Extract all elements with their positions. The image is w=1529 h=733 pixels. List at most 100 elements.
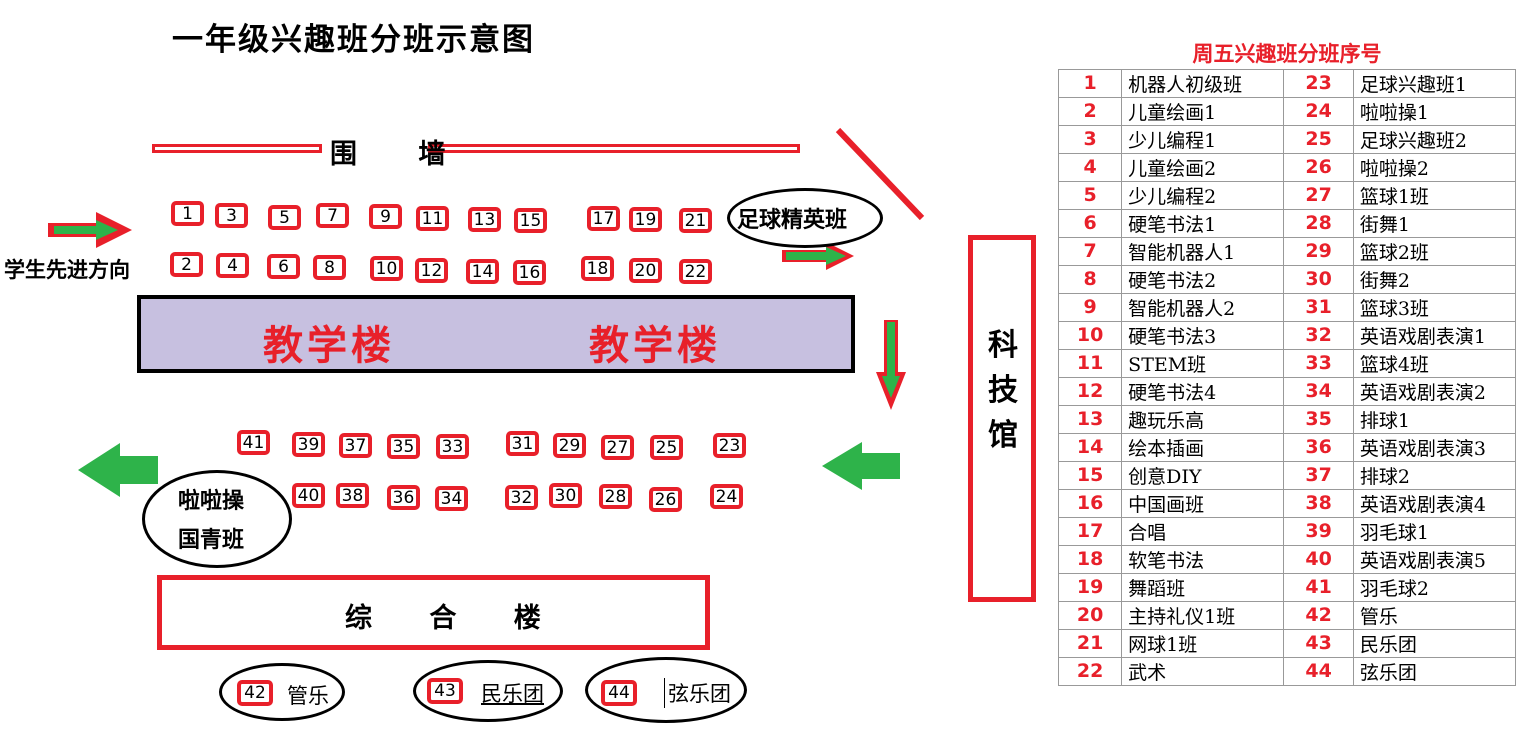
room-14: 14 bbox=[466, 259, 499, 284]
class-name-cell: 武术 bbox=[1121, 656, 1285, 686]
cheer-label-line2: 国青班 bbox=[178, 527, 245, 553]
room-15: 15 bbox=[514, 208, 547, 233]
class-number-cell: 17 bbox=[1057, 516, 1123, 546]
room-31: 31 bbox=[506, 431, 539, 456]
class-number-cell: 11 bbox=[1057, 348, 1123, 378]
class-name-cell: 儿童绘画2 bbox=[1121, 152, 1285, 182]
diagonal-wall bbox=[835, 127, 925, 221]
class-number-cell: 44 bbox=[1283, 656, 1354, 686]
class-number-cell: 38 bbox=[1283, 488, 1354, 518]
class-number-cell: 12 bbox=[1057, 376, 1123, 406]
class-number-cell: 27 bbox=[1283, 180, 1354, 210]
class-number-cell: 13 bbox=[1057, 404, 1123, 434]
class-number-cell: 33 bbox=[1283, 348, 1354, 378]
room-7: 7 bbox=[316, 203, 349, 228]
room-29: 29 bbox=[553, 433, 586, 458]
room-21: 21 bbox=[679, 208, 712, 233]
music-group-label-42: 管乐 bbox=[287, 684, 329, 708]
class-number-cell: 26 bbox=[1283, 152, 1354, 182]
room-23: 23 bbox=[713, 433, 746, 458]
entry-arrow-icon bbox=[48, 212, 132, 248]
class-name-cell: 英语戏剧表演4 bbox=[1352, 488, 1517, 518]
room-9: 9 bbox=[369, 204, 402, 229]
room-27: 27 bbox=[601, 435, 634, 460]
class-name-cell: STEM班 bbox=[1121, 348, 1285, 378]
entry-direction-label: 学生先进方向 bbox=[4, 257, 130, 282]
room-17: 17 bbox=[587, 206, 620, 231]
room-43: 43 bbox=[427, 678, 463, 704]
class-number-cell: 7 bbox=[1057, 236, 1123, 266]
class-number-cell: 23 bbox=[1283, 68, 1354, 98]
class-number-cell: 24 bbox=[1283, 96, 1354, 126]
room-10: 10 bbox=[370, 256, 403, 281]
class-name-cell: 硬笔书法2 bbox=[1121, 264, 1285, 294]
room-4: 4 bbox=[216, 253, 249, 278]
teaching-building-label-left: 教学楼 bbox=[263, 322, 395, 369]
class-name-cell: 街舞1 bbox=[1352, 208, 1517, 238]
class-number-cell: 36 bbox=[1283, 432, 1354, 462]
room-19: 19 bbox=[629, 207, 662, 232]
room-32: 32 bbox=[505, 485, 538, 510]
class-number-cell: 39 bbox=[1283, 516, 1354, 546]
left-arrow-icon bbox=[822, 442, 900, 490]
class-name-cell: 智能机器人1 bbox=[1121, 236, 1285, 266]
class-name-cell: 硬笔书法4 bbox=[1121, 376, 1285, 406]
room-8: 8 bbox=[313, 255, 346, 280]
class-number-cell: 28 bbox=[1283, 208, 1354, 238]
room-13: 13 bbox=[468, 207, 501, 232]
teaching-building-label-right: 教学楼 bbox=[589, 322, 721, 369]
teaching-building bbox=[137, 295, 855, 373]
room-12: 12 bbox=[415, 258, 448, 283]
cheer-oval bbox=[142, 470, 292, 568]
class-number-cell: 25 bbox=[1283, 124, 1354, 154]
class-number-cell: 29 bbox=[1283, 236, 1354, 266]
class-number-cell: 37 bbox=[1283, 460, 1354, 490]
class-name-cell: 篮球4班 bbox=[1352, 348, 1517, 378]
music-group-label-43: 民乐团 bbox=[481, 682, 544, 706]
science-hall bbox=[968, 235, 1036, 602]
class-number-cell: 8 bbox=[1057, 264, 1123, 294]
room-25: 25 bbox=[650, 435, 683, 460]
room-6: 6 bbox=[267, 254, 300, 279]
class-number-cell: 35 bbox=[1283, 404, 1354, 434]
room-24: 24 bbox=[710, 484, 743, 509]
complex-building-label: 综 合 楼 bbox=[345, 603, 565, 634]
class-number-cell: 20 bbox=[1057, 600, 1123, 630]
wall-left-segment bbox=[152, 144, 322, 153]
class-number-cell: 43 bbox=[1283, 628, 1354, 658]
class-name-cell: 主持礼仪1班 bbox=[1121, 600, 1285, 630]
class-number-cell: 22 bbox=[1057, 656, 1123, 686]
room-42: 42 bbox=[237, 680, 273, 706]
class-name-cell: 硬笔书法1 bbox=[1121, 208, 1285, 238]
room-22: 22 bbox=[679, 259, 712, 284]
class-name-cell: 足球兴趣班2 bbox=[1352, 124, 1517, 154]
room-40: 40 bbox=[292, 483, 325, 508]
class-number-cell: 10 bbox=[1057, 320, 1123, 350]
class-number-cell: 15 bbox=[1057, 460, 1123, 490]
class-number-cell: 1 bbox=[1057, 68, 1123, 98]
class-name-cell: 舞蹈班 bbox=[1121, 572, 1285, 602]
room-26: 26 bbox=[649, 487, 682, 512]
room-36: 36 bbox=[387, 485, 420, 510]
room-3: 3 bbox=[215, 203, 248, 228]
class-number-cell: 40 bbox=[1283, 544, 1354, 574]
room-16: 16 bbox=[513, 260, 546, 285]
cheer-label-line1: 啦啦操 bbox=[178, 488, 245, 514]
class-name-cell: 少儿编程2 bbox=[1121, 180, 1285, 210]
class-name-cell: 智能机器人2 bbox=[1121, 292, 1285, 322]
class-name-cell: 趣玩乐高 bbox=[1121, 404, 1285, 434]
